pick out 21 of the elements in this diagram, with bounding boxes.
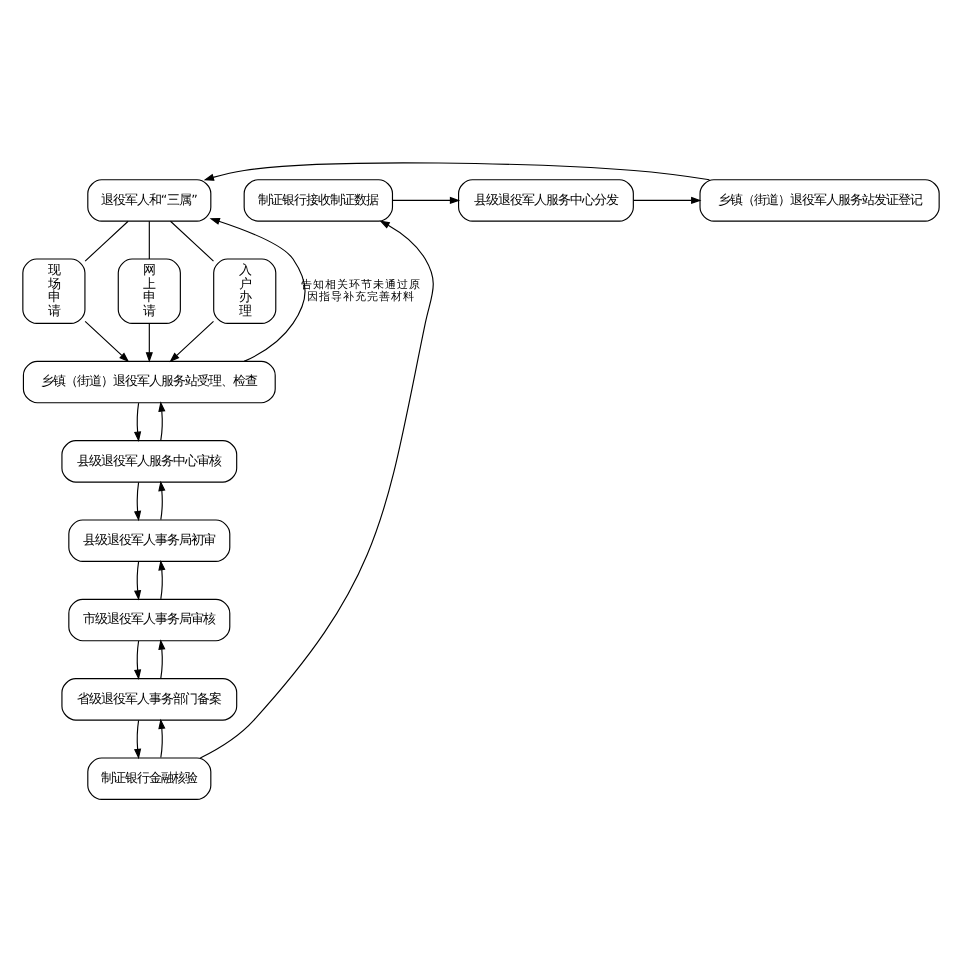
arrow — [144, 322, 152, 362]
arrow — [157, 717, 165, 758]
arrow — [198, 219, 433, 758]
arrow — [132, 560, 141, 600]
arrow — [132, 480, 141, 521]
arrow — [168, 319, 214, 362]
arrow — [132, 639, 141, 679]
arrow — [157, 400, 165, 440]
arrow — [83, 319, 129, 362]
arrow — [202, 161, 710, 180]
arrow — [132, 718, 141, 759]
connector — [83, 219, 128, 261]
arrow — [157, 558, 165, 599]
arrow — [132, 401, 141, 441]
arrow — [157, 638, 165, 678]
arrow — [632, 195, 701, 204]
arrow — [208, 216, 305, 361]
arrow — [157, 479, 165, 520]
arrow — [391, 195, 460, 204]
connector — [147, 219, 149, 259]
connector — [168, 219, 214, 261]
